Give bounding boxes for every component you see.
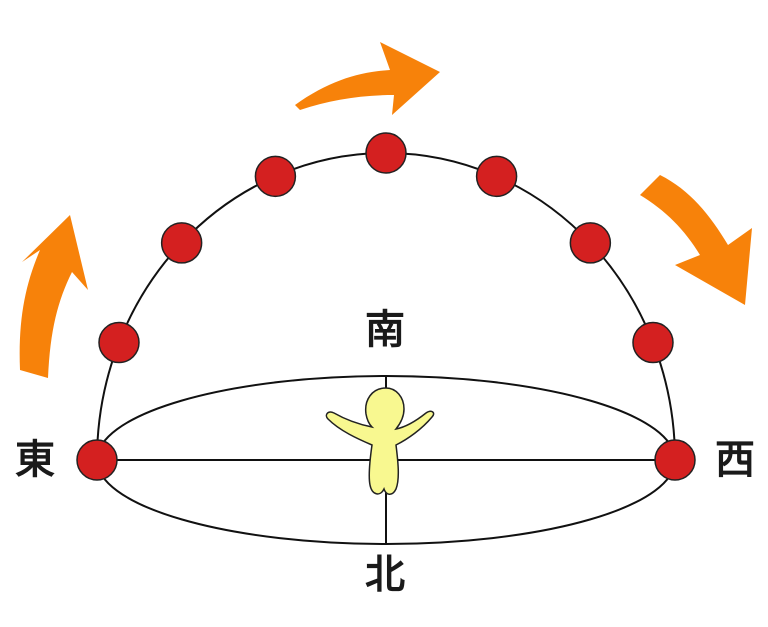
top-arrow	[295, 42, 440, 115]
setting-arrow	[640, 175, 752, 305]
label-north: 北	[365, 552, 405, 598]
sun-position-dot	[569, 222, 612, 264]
sun-position-dot	[160, 222, 203, 264]
sun-position-dot	[254, 155, 297, 198]
sun-position-dot	[632, 321, 674, 364]
label-south: 南	[365, 307, 405, 353]
sun-position-dot	[76, 439, 118, 481]
observer-person	[325, 387, 435, 495]
label-west: 西	[715, 437, 755, 483]
sun-position-dot	[654, 439, 696, 481]
sun-position-dot	[475, 155, 518, 198]
label-east: 東	[15, 437, 55, 483]
sun-position-dot	[98, 321, 140, 364]
sun-position-dot	[365, 132, 407, 174]
rising-arrow	[19, 215, 88, 378]
